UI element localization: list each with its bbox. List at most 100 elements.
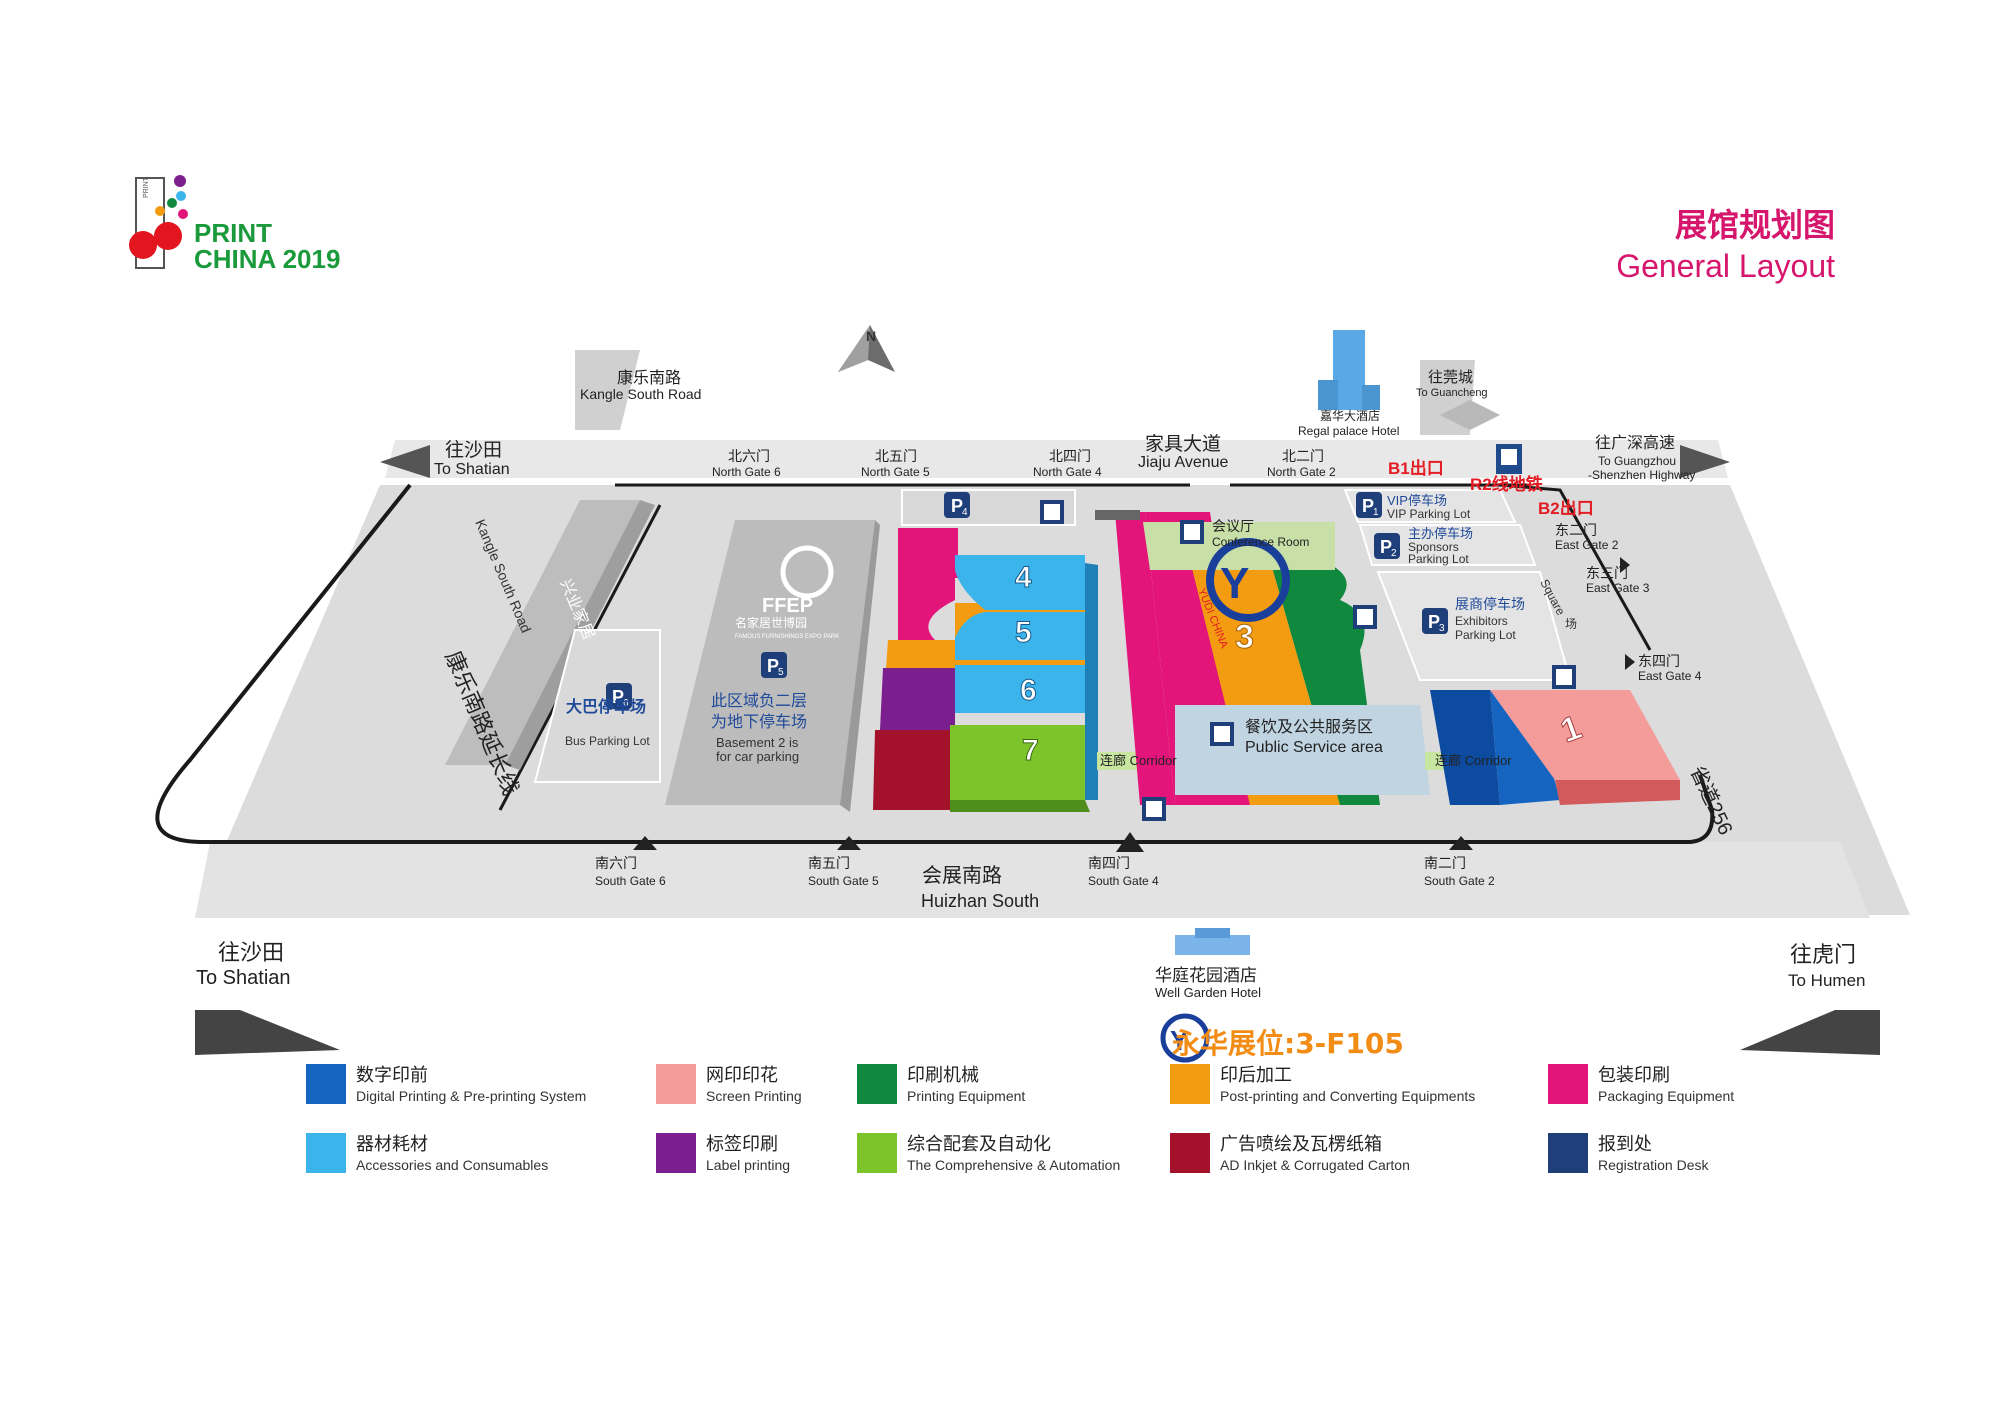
overpass-icon [1440, 400, 1500, 430]
hall-7 [950, 725, 1097, 800]
corridor-right-label: 连廊 Corridor [1435, 753, 1512, 768]
east-gate-3-marker [1620, 557, 1630, 573]
legend-label-en: Accessories and Consumables [356, 1157, 549, 1173]
to-highway-en2: -Shenzhen Highway [1588, 468, 1695, 482]
arrow-east-top [1680, 445, 1730, 478]
arrow-west-top [380, 445, 430, 478]
legend-label-zh: 印刷机械 [907, 1065, 979, 1085]
legend-label-en: Post-printing and Converting Equipments [1220, 1088, 1476, 1104]
south-gate-4-zh: 南四门 [1088, 855, 1130, 871]
to-highway-zh: 往广深高速 [1595, 434, 1675, 452]
legend-swatch [306, 1064, 346, 1104]
regal-hotel-icon [1333, 330, 1365, 410]
p1-vip-lot [1343, 489, 1517, 523]
legend-swatch [857, 1133, 897, 1173]
huizhan-road-en: Huizhan South [921, 891, 1039, 911]
legend-label-zh: 报到处 [1598, 1134, 1652, 1154]
zone-packaging-hall3 [1115, 512, 1175, 805]
to-humen-zh: 往虎门 [1790, 942, 1856, 967]
p3-badge: P3 [1422, 608, 1448, 634]
legend-label-zh: 器材耗材 [356, 1134, 428, 1154]
bus-parking-lot [533, 629, 661, 783]
well-garden-hotel-zh: 华庭花园酒店 [1155, 966, 1257, 985]
south-gate-6-en: South Gate 6 [595, 874, 666, 888]
square-label-zh: 场 [1565, 617, 1577, 631]
legend-label-zh: 广告喷绘及瓦楞纸箱 [1220, 1134, 1382, 1154]
hall-6-label: 6 [1020, 674, 1037, 707]
legend-item: 器材耗材 Accessories and Consumables [306, 1133, 548, 1175]
road-huizhan [195, 842, 1870, 918]
legend-swatch [1170, 1064, 1210, 1104]
hall-3-label: 3 [1235, 618, 1254, 656]
legend-item: 印后加工 Post-printing and Converting Equipme… [1170, 1064, 1475, 1106]
legend-label-en: Packaging Equipment [1598, 1088, 1735, 1104]
south-gate-5-zh: 南五门 [808, 855, 850, 871]
to-shatian-top-en: To Shatian [434, 461, 510, 478]
east-gate-3-zh: 东三门 [1586, 565, 1628, 581]
legend-label-en: The Comprehensive & Automation [907, 1157, 1121, 1173]
metro-line-r2: R2线地铁 [1470, 474, 1543, 494]
south-gate-5-marker [837, 836, 861, 850]
svg-text:Y: Y [1170, 1025, 1189, 1056]
south-gate-4-en: South Gate 4 [1088, 874, 1159, 888]
page-title-en: General Layout [1616, 248, 1835, 284]
metro-exit-b1: B1出口 [1388, 458, 1444, 478]
legend-swatch [857, 1064, 897, 1104]
legend-label-en: Registration Desk [1598, 1157, 1709, 1173]
kangle-road-zh: 康乐南路 [617, 369, 681, 387]
zone-post-printing-west [886, 640, 955, 668]
north-gate-5-zh: 北五门 [875, 448, 917, 464]
svg-text:3: 3 [1439, 623, 1445, 634]
svg-text:P: P [1380, 537, 1392, 557]
yongda-logo-icon: Y [1206, 538, 1290, 622]
legend-label-zh: 网印印花 [706, 1065, 778, 1085]
svg-text:P: P [612, 687, 624, 707]
legend-item: 网印印花 Screen Printing [656, 1064, 802, 1106]
hall-6 [955, 665, 1095, 713]
hall-5 [955, 612, 1090, 660]
to-shatian-top-zh: 往沙田 [445, 439, 502, 461]
legend-label-en: Label printing [706, 1157, 791, 1173]
arrow-west-bottom [195, 1010, 340, 1055]
svg-text:6: 6 [623, 698, 629, 709]
svg-text:P: P [1428, 612, 1440, 632]
legend-label-zh: 印后加工 [1220, 1065, 1292, 1085]
svg-text:Y: Y [1220, 559, 1249, 608]
legend-swatch [1548, 1133, 1588, 1173]
legend-swatch [656, 1064, 696, 1104]
north-gate-4-zh: 北四门 [1049, 448, 1091, 464]
public-service-area [1175, 705, 1430, 795]
service-area-en: Public Service area [1245, 739, 1383, 756]
registration-desk-icon [1353, 605, 1377, 629]
to-humen-en: To Humen [1788, 971, 1865, 990]
east-gate-3-en: East Gate 3 [1586, 581, 1650, 595]
north-gate-2-en: North Gate 2 [1267, 465, 1336, 479]
legend-label-en: Screen Printing [706, 1088, 802, 1104]
p6-zh: 大巴停车场 [566, 697, 646, 716]
east-gate-4-marker [1625, 654, 1635, 670]
east-gate-2-en: East Gate 2 [1555, 538, 1619, 552]
booth-logo-icon: Y [1160, 1013, 1210, 1063]
registration-desk-icon [1040, 500, 1064, 524]
well-garden-hotel-icon [1175, 935, 1250, 955]
to-shatian-bottom-en: To Shatian [196, 967, 291, 989]
legend-swatch [1548, 1064, 1588, 1104]
p1-badge: P1 [1356, 492, 1382, 518]
hall-4-label: 4 [1015, 561, 1032, 594]
xingye-building [445, 500, 640, 765]
svg-text:1: 1 [1373, 507, 1379, 518]
p3-en2: Parking Lot [1455, 628, 1516, 642]
east-gate-4-en: East Gate 4 [1638, 669, 1702, 683]
corridor-left-label: 连廊 Corridor [1100, 753, 1177, 768]
p6-en: Bus Parking Lot [565, 734, 650, 748]
legend-swatch [1170, 1133, 1210, 1173]
legend-label-zh: 数字印前 [356, 1065, 428, 1085]
brand-wordmark: PRINT CHINA 2019 [194, 220, 340, 272]
